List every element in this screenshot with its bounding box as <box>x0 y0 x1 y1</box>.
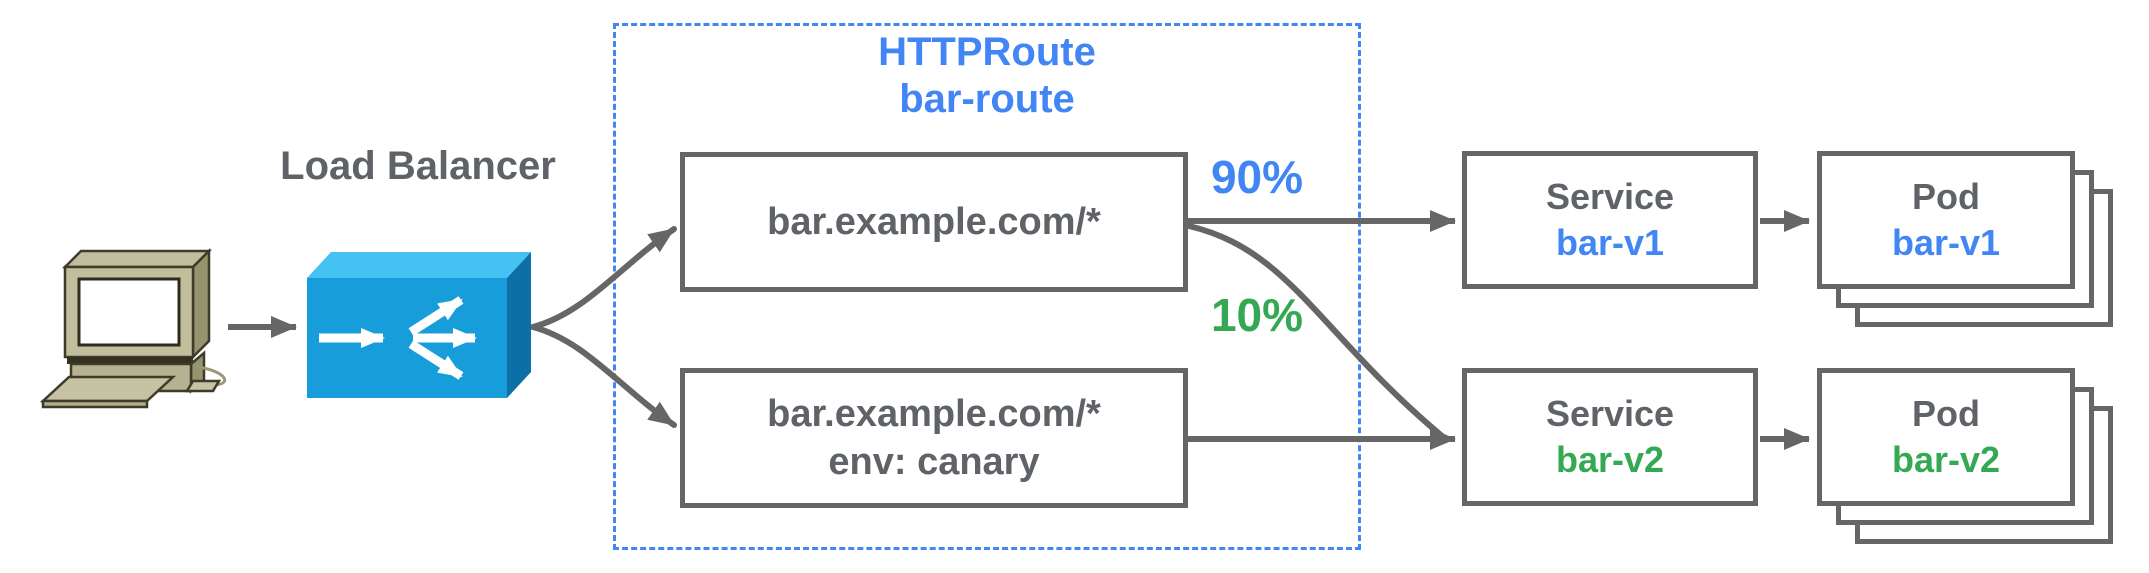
computer-mouse <box>184 365 226 393</box>
pod-stack-bar-v2: Pod bar-v2 <box>1817 368 2117 548</box>
httproute-title: HTTPRoute bar-route <box>613 29 1361 123</box>
rule-match-hostname: bar.example.com/* <box>767 393 1101 435</box>
lb-box-top-face <box>307 252 531 278</box>
pod-kind-label: Pod <box>1912 393 1980 434</box>
load-balancer-icon <box>303 248 533 400</box>
httproute-kind: HTTPRoute <box>878 30 1096 74</box>
arrow-loadbalancer-to-rule2 <box>530 324 677 428</box>
lb-split-arrows <box>319 296 477 380</box>
httproute-dashed-container <box>613 23 1361 550</box>
rule-match-hostname: bar.example.com/* <box>767 201 1101 243</box>
pod-card-bar-v2: Pod bar-v2 <box>1817 368 2075 506</box>
traffic-weight-90: 90% <box>1210 151 1304 203</box>
service-name-label: bar-v1 <box>1555 222 1665 263</box>
computer-monitor <box>61 247 213 364</box>
service-kind-label: Service <box>1545 393 1675 434</box>
arrow-loadbalancer-to-rule1 <box>530 226 677 330</box>
computer-keyboard <box>39 375 177 409</box>
traffic-weight-10: 10% <box>1210 289 1304 341</box>
lb-box-side-face <box>507 252 531 398</box>
curve-rule1-to-service2-10pct <box>1186 223 1445 439</box>
service-box-bar-v2: Service bar-v2 <box>1462 368 1758 506</box>
route-rule-box-primary: bar.example.com/* <box>680 152 1188 292</box>
route-rule-box-canary: bar.example.com/* env: canary <box>680 368 1188 508</box>
load-balancer-label: Load Balancer <box>280 144 556 188</box>
pod-stack-bar-v1: Pod bar-v1 <box>1817 151 2117 331</box>
pod-kind-label: Pod <box>1912 176 1980 217</box>
pod-card-bar-v1: Pod bar-v1 <box>1817 151 2075 289</box>
service-kind-label: Service <box>1545 176 1675 217</box>
service-box-bar-v1: Service bar-v1 <box>1462 151 1758 289</box>
httproute-name: bar-route <box>899 77 1075 121</box>
rule-match-header: env: canary <box>828 441 1040 483</box>
pod-name-label: bar-v1 <box>1891 222 2001 263</box>
desktop-computer-icon <box>35 243 235 413</box>
pod-name-label: bar-v2 <box>1891 439 2001 480</box>
service-name-label: bar-v2 <box>1555 439 1665 480</box>
